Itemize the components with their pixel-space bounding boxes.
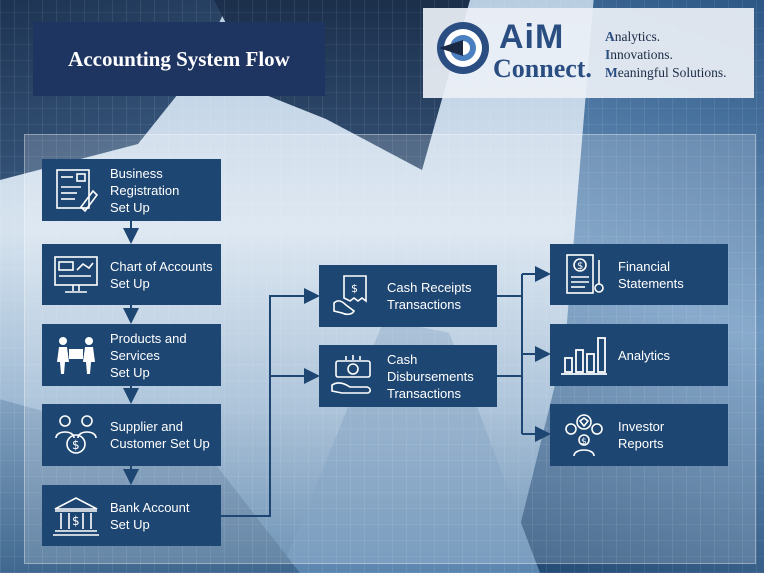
node-label: Business Registration Set Up <box>110 165 180 215</box>
node-label: Supplier and Customer Set Up <box>110 419 210 451</box>
node-products-services: Products and Services Set Up <box>42 324 221 386</box>
tagline-line: Analytics. <box>605 29 661 44</box>
node-label: Financial Statements <box>618 258 684 291</box>
svg-text:$: $ <box>577 261 583 272</box>
node-label: Cash Disbursements Transactions <box>387 351 474 401</box>
node-label: Chart of Accounts Set Up <box>110 258 213 291</box>
registration-form-icon <box>56 169 99 213</box>
node-label: Cash Receipts Transactions <box>387 280 472 312</box>
title-banner: Accounting System Flow <box>33 22 325 96</box>
svg-text:$: $ <box>72 514 80 528</box>
node-supplier-customer: $ Supplier and Customer Set Up <box>42 404 221 466</box>
node-financial-statements: $ Financial Statements <box>550 244 728 305</box>
svg-text:$: $ <box>72 438 80 452</box>
svg-text:$: $ <box>581 437 587 447</box>
node-bank-account: $ Bank Account Set Up <box>42 485 221 546</box>
node-investor-reports: $ Investor Reports <box>550 404 728 466</box>
node-label: Analytics <box>618 347 671 363</box>
page-title: Accounting System Flow <box>68 46 290 71</box>
target-logo-icon <box>437 22 489 74</box>
node-label: Investor Reports <box>618 419 665 451</box>
svg-text:$: $ <box>351 282 358 295</box>
node-cash-receipts: $ Cash Receipts Transactions <box>319 265 497 327</box>
money-hand-icon <box>331 355 371 394</box>
investor-icon: $ <box>565 414 603 457</box>
bank-icon: $ <box>53 496 99 536</box>
computer-screen-icon <box>54 255 98 293</box>
brand-subname: Connect. <box>493 54 592 83</box>
financial-statement-icon: $ <box>566 253 604 294</box>
tagline-line: Meaningful Solutions. <box>605 65 727 80</box>
node-label: Bank Account Set Up <box>110 499 190 532</box>
node-chart-of-accounts: Chart of Accounts Set Up <box>42 244 221 305</box>
node-label: Products and Services Set Up <box>110 330 187 380</box>
bar-chart-icon <box>561 337 607 375</box>
node-analytics: Analytics <box>550 324 728 386</box>
receipt-hand-icon: $ <box>333 275 367 316</box>
handshake-people-icon: $ <box>55 415 97 454</box>
delivery-people-icon <box>57 337 95 374</box>
brand-name: AiM <box>499 18 565 56</box>
logo-banner: AiM Connect. Analytics. Innovations. Mea… <box>423 8 754 98</box>
tagline: Analytics. Innovations. Meaningful Solut… <box>605 28 727 82</box>
node-cash-disbursements: Cash Disbursements Transactions <box>319 345 497 407</box>
tagline-line: Innovations. <box>605 47 673 62</box>
node-business-registration: Business Registration Set Up <box>42 159 221 221</box>
